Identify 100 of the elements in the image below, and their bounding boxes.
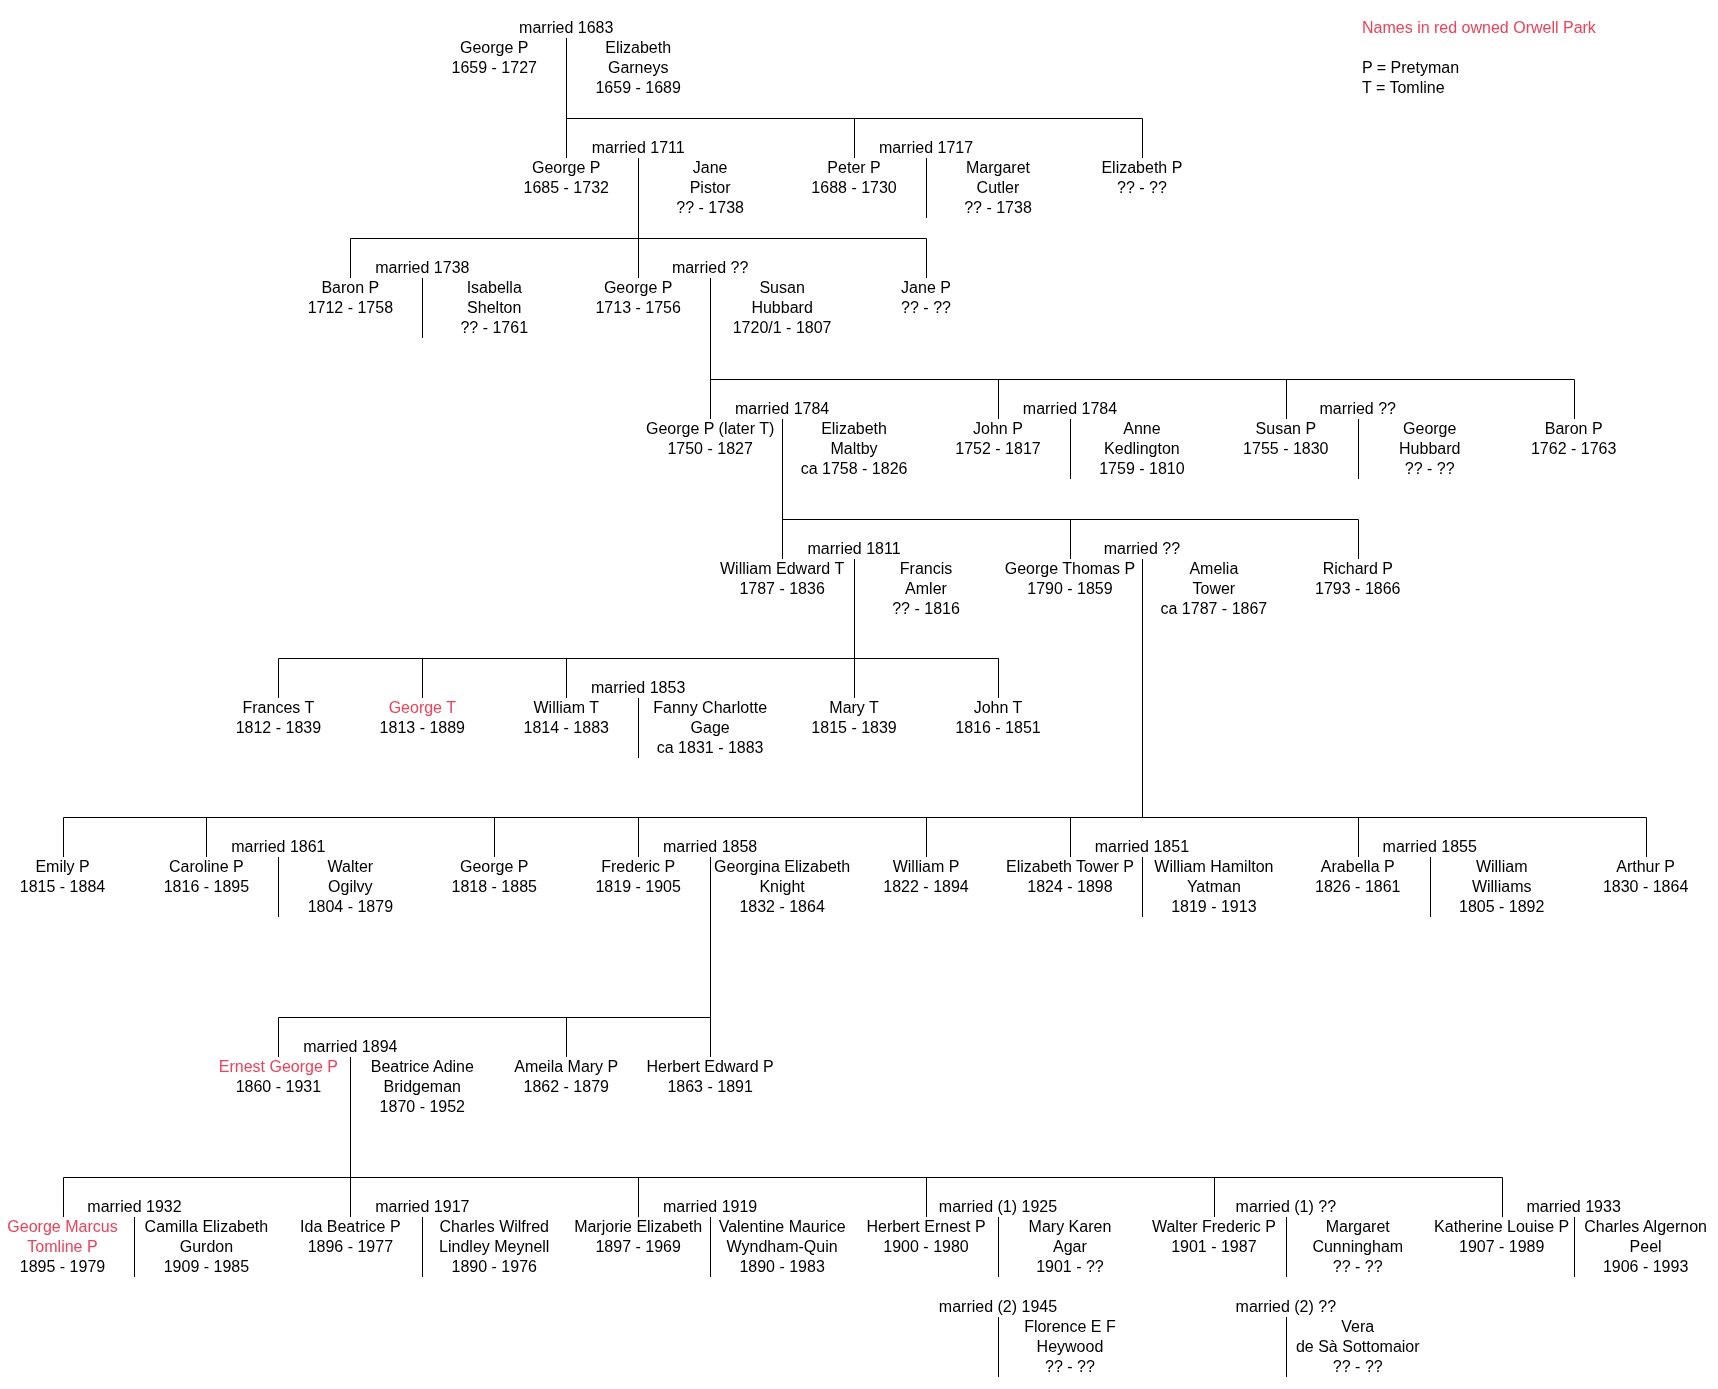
person-name: Katherine Louise P — [1434, 1217, 1570, 1237]
person-name: William T — [532, 698, 600, 718]
life-dates: 1901 - 1987 — [1170, 1237, 1258, 1257]
life-dates: ?? - ?? — [1403, 459, 1456, 479]
family-line — [350, 1056, 1503, 1218]
life-dates: 1688 - 1730 — [811, 178, 897, 198]
person-name: Arthur P — [1615, 857, 1676, 877]
life-dates: 1713 - 1756 — [595, 298, 681, 318]
person-name: Baron P — [320, 278, 381, 298]
family-line — [638, 157, 927, 279]
marriage-label: married (2) ?? — [1235, 1297, 1337, 1317]
family-line — [710, 856, 711, 1058]
marriage-label: married 1784 — [1022, 399, 1118, 419]
life-dates: ?? - ?? — [1331, 1257, 1384, 1277]
life-dates: 1832 - 1864 — [738, 897, 826, 917]
person-name: Jane Pistor — [688, 158, 732, 198]
marriage-label: married 1858 — [663, 837, 758, 857]
life-dates: 1896 - 1977 — [306, 1237, 395, 1257]
life-dates: 1818 - 1885 — [451, 877, 537, 897]
marriage-label: married 1683 — [519, 18, 614, 38]
marriage-label: married 1855 — [1382, 837, 1477, 857]
life-dates: 1822 - 1894 — [883, 877, 969, 897]
marriage-label: married 1717 — [878, 138, 974, 158]
person-name: Herbert Edward P — [646, 1057, 774, 1077]
marriage-label: married 1932 — [87, 1197, 182, 1217]
life-dates: ca 1831 - 1883 — [655, 738, 765, 758]
person-name: Ameila Mary P — [514, 1057, 619, 1077]
family-line — [782, 418, 1359, 560]
person-name: Arabella P — [1319, 857, 1396, 877]
person-name: George P — [459, 38, 530, 58]
life-dates: ?? - ?? — [901, 298, 951, 318]
life-dates: ?? - 1816 — [892, 599, 960, 619]
person-name: Baron P — [1543, 419, 1604, 439]
person-name: Charles Wilfred Lindley Meynell — [439, 1217, 550, 1257]
person-name: John P — [972, 419, 1024, 439]
life-dates: 1815 - 1839 — [811, 718, 897, 738]
person-name: Charles Algernon Peel — [1584, 1217, 1707, 1257]
life-dates: 1815 - 1884 — [19, 877, 106, 897]
person-name: George P (later T) — [645, 419, 775, 439]
person-name: Florence E F Heywood — [1024, 1317, 1116, 1357]
person-name: William Williams — [1470, 857, 1533, 897]
person-name: Susan P — [1254, 419, 1318, 439]
life-dates: ?? - ?? — [1331, 1357, 1384, 1377]
life-dates: 1813 - 1889 — [379, 718, 465, 738]
marriage-label: married (2) 1945 — [938, 1297, 1058, 1317]
life-dates: 1819 - 1913 — [1170, 897, 1258, 917]
person-name: Amelia Tower — [1188, 559, 1240, 599]
person-name: Margaret Cutler — [964, 158, 1031, 198]
family-line — [710, 277, 1575, 420]
life-dates: ca 1787 - 1867 — [1160, 599, 1268, 619]
person-name: William Hamilton Yatman — [1154, 857, 1274, 897]
life-dates: 1870 - 1952 — [378, 1097, 466, 1117]
person-name: Walter Frederic P — [1151, 1217, 1276, 1237]
life-dates: 1897 - 1969 — [594, 1237, 682, 1257]
marriage-label: married 1894 — [303, 1037, 398, 1057]
person-name: George P — [530, 158, 602, 178]
marriage-label: married 1711 — [591, 138, 685, 158]
life-dates: 1685 - 1732 — [523, 178, 609, 198]
life-dates: 1659 - 1689 — [595, 78, 681, 98]
marriage-label: married 1919 — [663, 1197, 758, 1217]
person-name: Isabella Shelton — [465, 278, 523, 318]
person-name: Richard P — [1321, 559, 1394, 579]
person-name: Frederic P — [600, 857, 677, 877]
person-name: William Edward T — [720, 559, 845, 579]
life-dates: 1907 - 1989 — [1458, 1237, 1546, 1257]
marriage-label: married 1917 — [375, 1197, 470, 1217]
life-dates: 1816 - 1895 — [163, 877, 250, 897]
person-name: Emily P — [34, 857, 91, 877]
person-name: Mary T — [828, 698, 880, 718]
life-dates: 1812 - 1839 — [235, 718, 322, 738]
person-name: Elizabeth Tower P — [1006, 857, 1134, 877]
life-dates: ?? - 1738 — [676, 198, 744, 218]
person-name: John T — [972, 698, 1024, 718]
marriage-label: married 1784 — [734, 399, 830, 419]
person-name: William P — [891, 857, 961, 877]
marriage-label: married 1853 — [591, 678, 686, 698]
person-name: Jane P — [901, 278, 951, 298]
marriage-label: married ?? — [1319, 399, 1396, 419]
person-name: Susan Hubbard — [750, 278, 814, 318]
life-dates: 1659 - 1727 — [451, 58, 537, 78]
marriage-label: married 1851 — [1094, 837, 1190, 857]
life-dates: 1805 - 1892 — [1459, 897, 1545, 917]
person-name: Camilla Elizabeth Gurdon — [144, 1217, 269, 1257]
marriage-label: married ?? — [671, 258, 749, 278]
life-dates: ?? - 1761 — [460, 318, 529, 338]
life-dates: 1890 - 1976 — [450, 1257, 538, 1277]
life-dates: 1900 - 1980 — [882, 1237, 970, 1257]
life-dates: ?? - ?? — [1044, 1357, 1096, 1377]
marriage-label: married 1811 — [807, 539, 901, 559]
person-name: George P — [602, 278, 674, 298]
person-name: Francis Amler — [898, 559, 954, 599]
person-name: Mary Karen Agar — [1028, 1217, 1112, 1257]
family-line — [1142, 558, 1647, 858]
life-dates: 1863 - 1891 — [666, 1077, 754, 1097]
person-name: Georgina Elizabeth Knight — [714, 857, 851, 897]
person-name: George Marcus Tomline P — [7, 1217, 118, 1257]
person-name: Ida Beatrice P — [300, 1217, 401, 1237]
person-name: Beatrice Adine Bridgeman — [370, 1057, 474, 1097]
marriage-label: married (1) ?? — [1235, 1197, 1337, 1217]
person-name: George T — [387, 698, 457, 718]
